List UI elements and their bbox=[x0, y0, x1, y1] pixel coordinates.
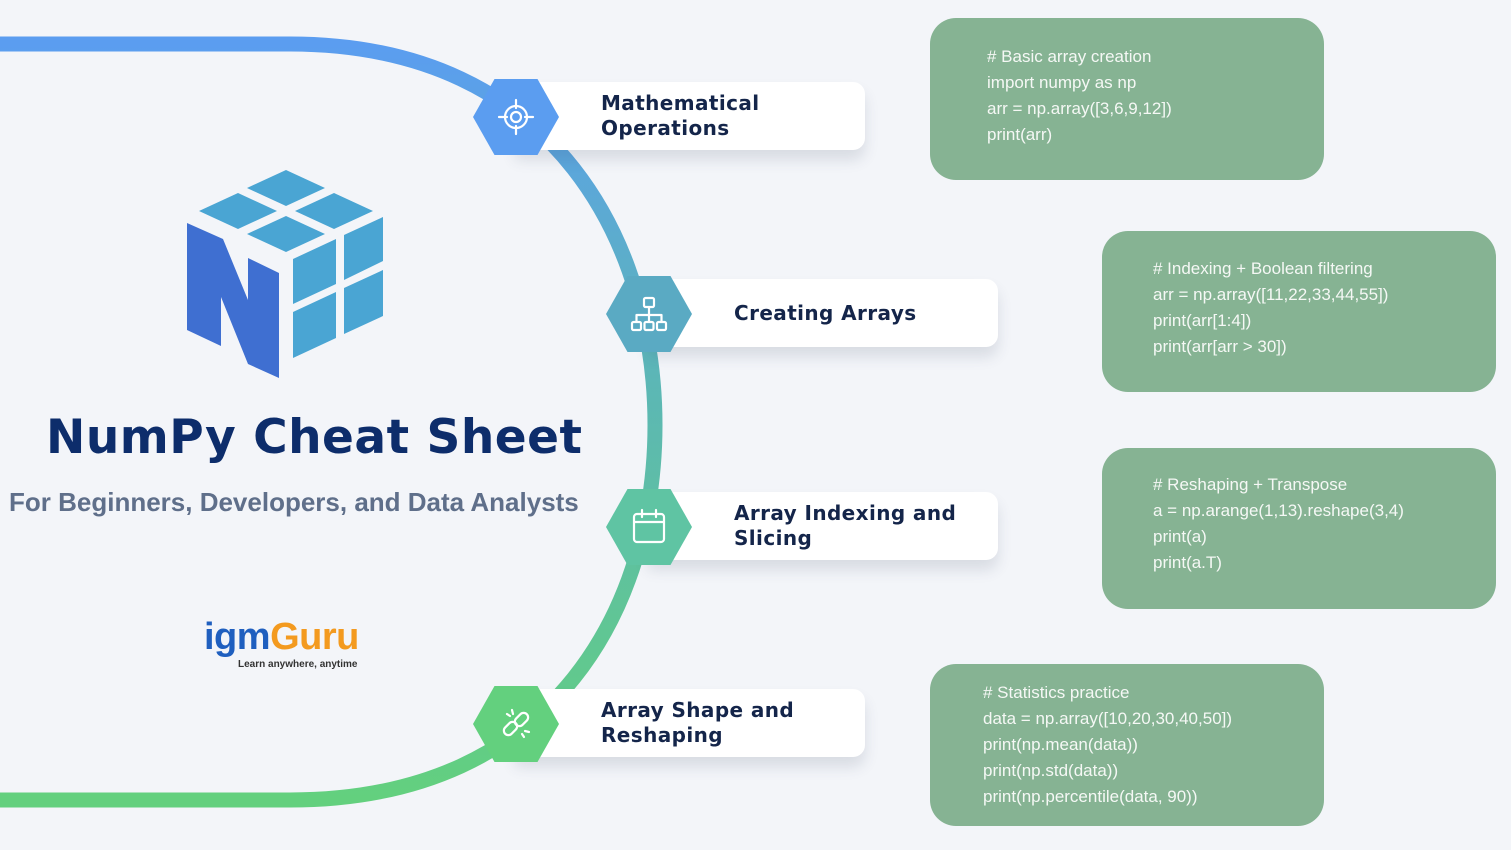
code-line: arr = np.array([3,6,9,12]) bbox=[987, 99, 1172, 118]
calendar-icon bbox=[632, 508, 666, 544]
target-icon bbox=[497, 98, 535, 136]
code-box-statistics: # Statistics practice data = np.array([1… bbox=[930, 664, 1324, 826]
code-box-indexing: # Indexing + Boolean filtering arr = np.… bbox=[1102, 231, 1496, 392]
code-line: print(arr[1:4]) bbox=[1153, 311, 1252, 330]
code-line: data = np.array([10,20,30,40,50]) bbox=[983, 709, 1233, 728]
code-line: import numpy as np bbox=[987, 73, 1137, 92]
page-title: NumPy Cheat Sheet bbox=[46, 410, 583, 465]
code-box-basic-array: # Basic array creation import numpy as n… bbox=[930, 18, 1324, 180]
brand-name-part1: igm bbox=[204, 616, 271, 658]
code-line: print(arr) bbox=[987, 125, 1053, 144]
code-line: # Reshaping + Transpose bbox=[1153, 475, 1348, 494]
code-line: # Indexing + Boolean filtering bbox=[1153, 259, 1373, 278]
topic-label: Creating Arrays bbox=[734, 300, 917, 325]
link-icon bbox=[502, 708, 531, 739]
numpy-logo-icon bbox=[187, 170, 383, 378]
code-line: print(a.T) bbox=[1153, 553, 1222, 572]
code-line: arr = np.array([11,22,33,44,55]) bbox=[1153, 285, 1389, 304]
code-line: # Basic array creation bbox=[987, 47, 1152, 66]
code-line: print(a) bbox=[1153, 527, 1207, 546]
code-line: print(np.mean(data)) bbox=[983, 735, 1138, 754]
brand-logo: igmGuru bbox=[204, 617, 359, 657]
topic-card-creating-arrays: Creating Arrays bbox=[648, 279, 998, 347]
code-line: print(np.std(data)) bbox=[983, 761, 1119, 780]
code-box-reshaping: # Reshaping + Transpose a = np.arange(1,… bbox=[1102, 448, 1496, 609]
code-line: print(np.percentile(data, 90)) bbox=[983, 787, 1198, 806]
code-line: a = np.arange(1,13).reshape(3,4) bbox=[1153, 501, 1404, 520]
code-line: # Statistics practice bbox=[983, 683, 1130, 702]
brand-name-part2: Guru bbox=[270, 616, 359, 658]
brand-tagline: Learn anywhere, anytime bbox=[238, 659, 358, 670]
hierarchy-icon bbox=[630, 296, 668, 332]
code-line: print(arr[arr > 30]) bbox=[1153, 337, 1287, 356]
page-subtitle: For Beginners, Developers, and Data Anal… bbox=[9, 487, 579, 517]
